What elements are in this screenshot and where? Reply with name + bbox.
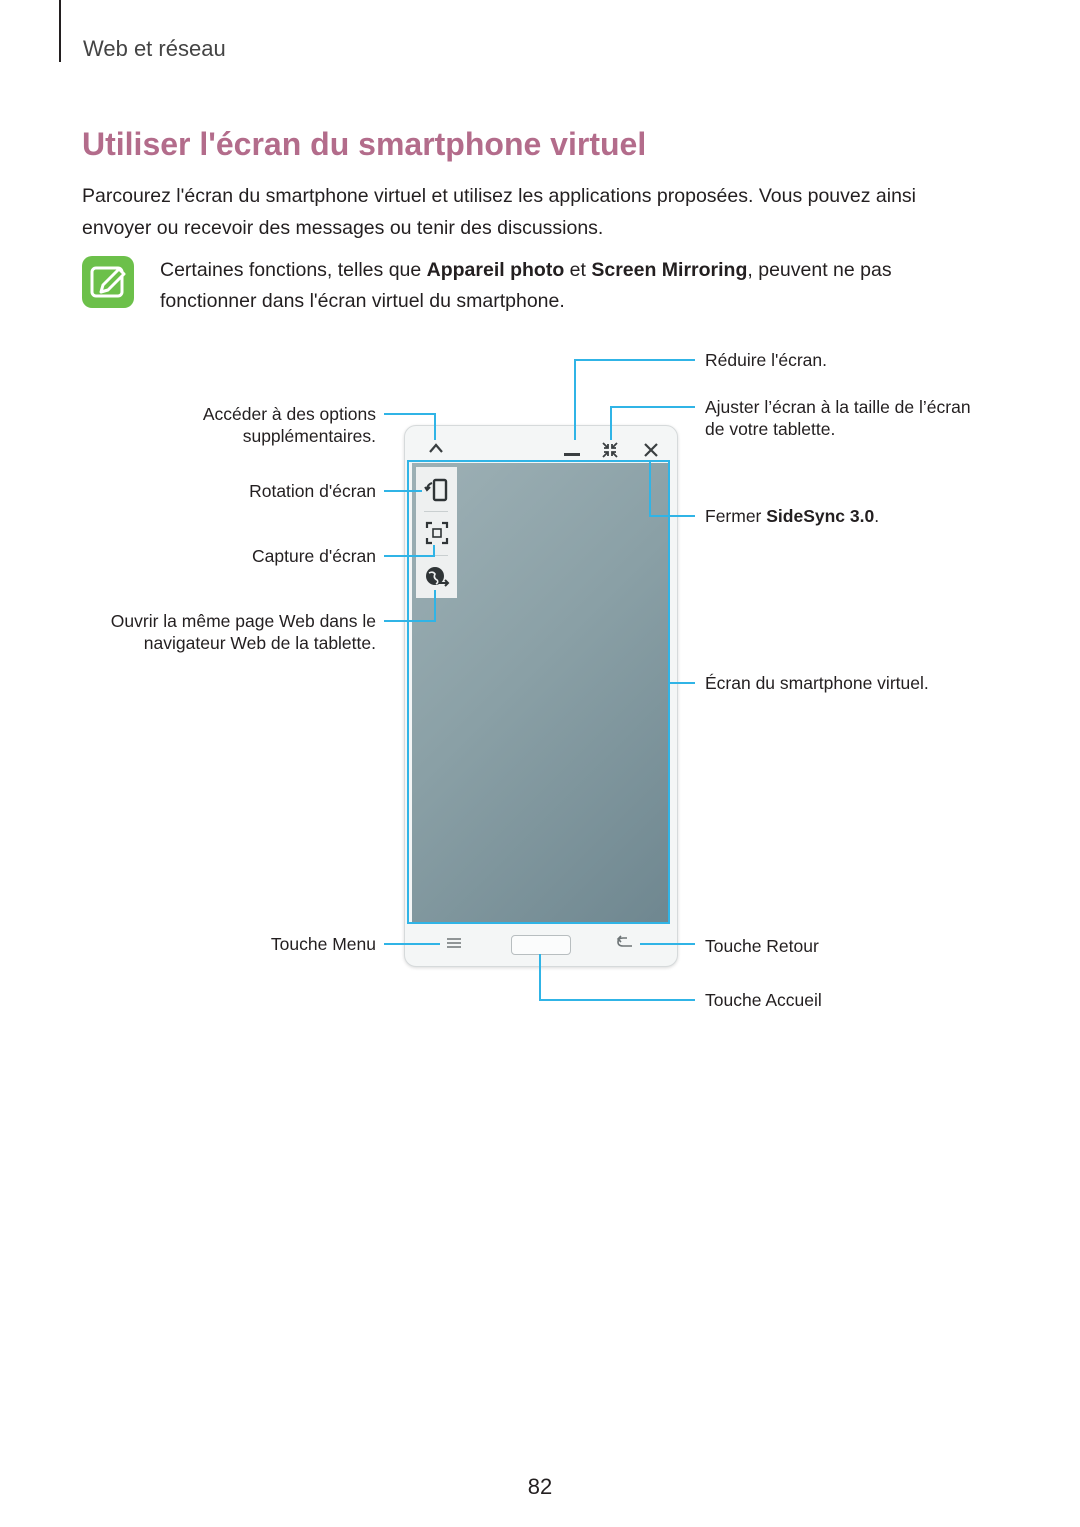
intro-paragraph: Parcourez l'écran du smartphone virtuel …	[82, 185, 917, 239]
menu-key-icon[interactable]	[443, 935, 465, 951]
callout-close: Fermer SideSync 3.0.	[705, 506, 880, 526]
screen-highlight	[407, 460, 670, 924]
note-text: Certaines fonctions, telles que Appareil…	[160, 259, 892, 312]
panel-divider	[424, 511, 448, 512]
callout-minimize: Réduire l'écran.	[705, 350, 828, 370]
screen-capture-icon[interactable]	[424, 520, 450, 546]
callout-rotate: Rotation d'écran	[249, 481, 376, 501]
header-rule	[59, 0, 61, 62]
back-key-icon[interactable]	[614, 934, 636, 950]
callout-capture: Capture d'écran	[252, 546, 376, 566]
page-title: Utiliser l'écran du smartphone virtuel	[82, 126, 647, 162]
minimize-icon[interactable]	[562, 443, 582, 457]
callout-back-key: Touche Retour	[705, 936, 819, 956]
callout-menu-key: Touche Menu	[270, 934, 376, 954]
section-label: Web et réseau	[83, 36, 226, 61]
note-pencil-icon	[82, 256, 134, 308]
rotate-screen-icon[interactable]	[423, 475, 451, 503]
callout-home-key: Touche Accueil	[705, 990, 822, 1010]
panel-divider	[424, 555, 448, 556]
web-open-icon[interactable]	[423, 563, 451, 591]
fit-screen-icon[interactable]	[601, 441, 619, 459]
page-number: 82	[527, 1474, 553, 1499]
chevron-up-icon[interactable]	[427, 441, 445, 455]
close-icon[interactable]	[642, 441, 660, 459]
callout-virtual-screen: Écran du smartphone virtuel.	[705, 673, 929, 693]
